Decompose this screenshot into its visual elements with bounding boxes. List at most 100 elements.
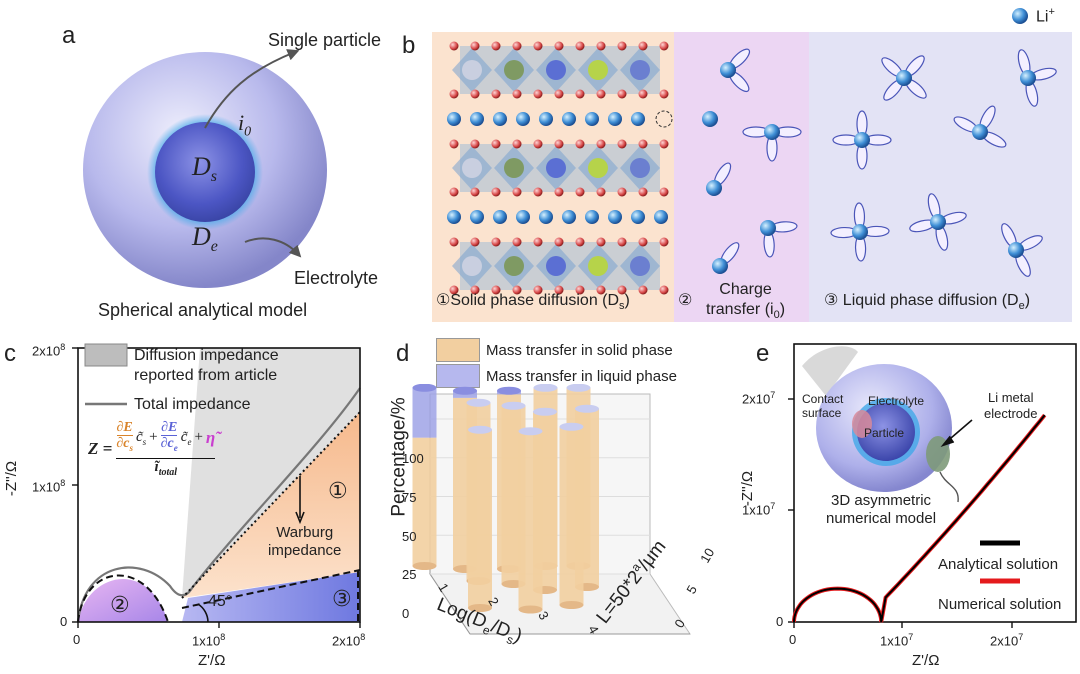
oxygen-atom [617, 139, 627, 149]
single-particle-label: Single particle [268, 30, 382, 50]
oxygen-atom [554, 187, 564, 197]
solvated-li-ion [742, 124, 802, 162]
impedance-equation: Z = ∂E ∂cs c̃s + ∂E ∂ce c̃e + η̃ ĩtotal [88, 420, 216, 478]
oxygen-atom [470, 237, 480, 247]
oxygen-atom [554, 237, 564, 247]
sphere-model-graphic [83, 49, 327, 288]
solvated-li-ion [720, 48, 751, 93]
transition-metal-atom [588, 60, 608, 80]
e-xtick-1: 1x107 [880, 632, 914, 649]
electrolyte-arrow [244, 237, 302, 258]
transition-metal-atom [630, 158, 650, 178]
oxygen-atom [512, 285, 522, 295]
e-xtick-2: 2x107 [990, 632, 1024, 649]
oxygen-atom [491, 41, 501, 51]
transition-metal-atom [504, 158, 524, 178]
li-ion [930, 214, 946, 230]
lattice-li-ion [493, 112, 507, 126]
oxygen-atom [533, 237, 543, 247]
transition-metal-atom [546, 60, 566, 80]
legend-solid-label: Mass transfer in solid phase [486, 341, 673, 359]
oxygen-atom [512, 237, 522, 247]
transition-metal-atom [462, 256, 482, 276]
e-particle-sphere [857, 403, 915, 461]
region-1-fill [182, 412, 360, 598]
li-ion [712, 258, 728, 274]
solvated-li-ion [881, 55, 927, 101]
lattice-li-ion [631, 112, 645, 126]
oxygen-atom [596, 285, 606, 295]
oxygen-atom [449, 41, 459, 51]
oxygen-atom [575, 237, 585, 247]
oxygen-atom [533, 89, 543, 99]
oxygen-atom [575, 89, 585, 99]
li-ion [896, 70, 912, 86]
panel-e-plot [788, 343, 1077, 628]
oxygen-atom [512, 89, 522, 99]
legend-total-label: Total impedance [134, 396, 251, 413]
ds-label: Ds [192, 152, 218, 186]
li-ion [764, 124, 780, 140]
oxygen-atom [617, 41, 627, 51]
transition-metal-atom [588, 256, 608, 276]
oxygen-atom [617, 187, 627, 197]
oxygen-atom [638, 285, 648, 295]
de-label: De [192, 222, 218, 256]
d-bar-base [412, 562, 437, 570]
lattice-li-ion [516, 112, 530, 126]
oxygen-atom [638, 89, 648, 99]
panel-c-label: c [4, 340, 16, 367]
c-region-3: ③ [332, 586, 352, 611]
solvated-li-ion [830, 202, 890, 262]
solvated-li-ion [760, 220, 798, 258]
semicircle-dashed [77, 574, 169, 623]
e-ytick-mid: 1x107 [742, 501, 776, 518]
solvated-li-ions [702, 48, 1057, 277]
oxygen-atom [470, 41, 480, 51]
lattice-li-ion [562, 112, 576, 126]
transport-schematic [432, 32, 1072, 322]
solvated-li-ion [953, 105, 1007, 148]
li-ion [760, 220, 776, 236]
legend-diffusion-swatch [84, 343, 128, 367]
d-bar-base [468, 604, 492, 612]
e-xlabel: Z'/Ω [912, 652, 940, 669]
transition-metal-atom [462, 158, 482, 178]
oxygen-atom [491, 285, 501, 295]
d-bar [518, 427, 543, 614]
d-bar-solid [559, 426, 584, 605]
li-ion [706, 180, 722, 196]
oxygen-atom [659, 187, 669, 197]
lattice-li-ion [493, 210, 507, 224]
oxygen-atom [512, 41, 522, 51]
d-bar-solid [518, 431, 543, 610]
d-bar [468, 425, 492, 612]
oxygen-atom [512, 187, 522, 197]
panel-c-plot [72, 343, 361, 628]
c-xlabel: Z'/Ω [198, 652, 226, 669]
d-bar-top [518, 427, 543, 436]
panel-a-caption: Spherical analytical model [98, 300, 308, 320]
lattice-li-ion [654, 210, 668, 224]
lattice-li-ion [608, 112, 622, 126]
lattice-li-ion [447, 112, 461, 126]
lower-dashed-line [181, 569, 361, 609]
d-bar-top [466, 398, 491, 407]
legend-solid-swatch [436, 338, 480, 362]
oxygen-atom [449, 89, 459, 99]
transition-metal-atom [504, 60, 524, 80]
e-particle-label: Particle [864, 426, 905, 440]
solvated-li-ion [1001, 223, 1043, 277]
e-ytick-zero: 0 [776, 614, 784, 629]
d-bar-top [453, 386, 477, 395]
oxygen-atom [533, 187, 543, 197]
oxygen-atom [575, 187, 585, 197]
lattice-li-ion [470, 210, 484, 224]
oxygen-atom [554, 285, 564, 295]
lattice-li-ion [539, 210, 553, 224]
solvated-li-ion [832, 110, 892, 170]
